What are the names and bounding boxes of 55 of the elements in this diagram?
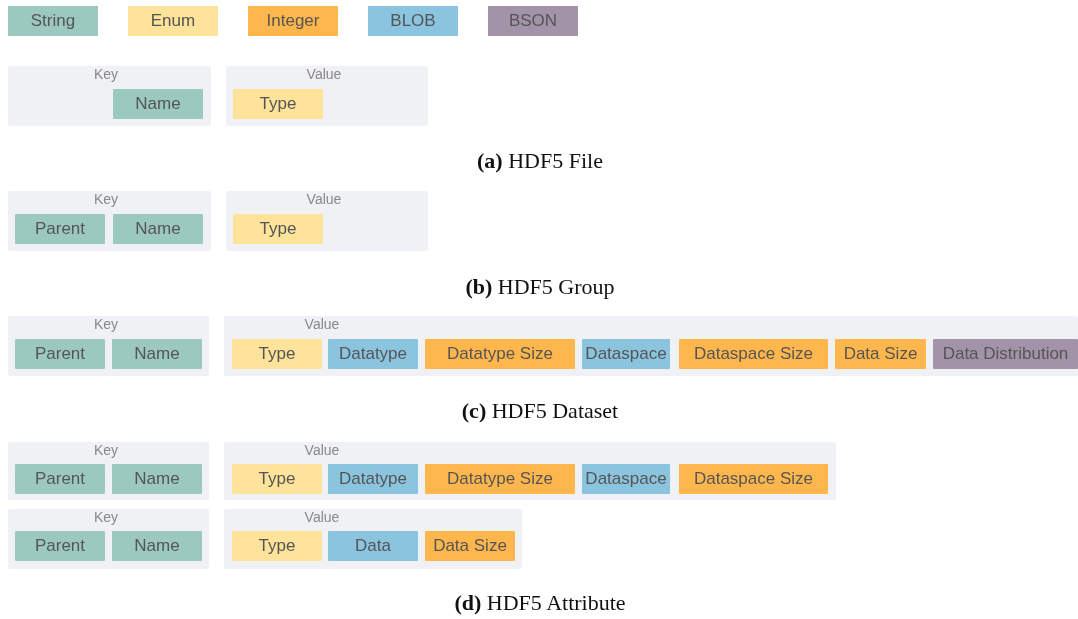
legend-label: BLOB <box>390 11 436 31</box>
panel-title: Value <box>304 442 340 458</box>
caption: (b) HDF5 Group <box>465 274 615 300</box>
field-box: Dataspace Size <box>679 464 828 494</box>
key-panel <box>8 191 211 251</box>
field-box: Data Size <box>425 531 515 561</box>
field-box: Name <box>113 89 203 119</box>
panel-title: Key <box>93 509 119 525</box>
field-box: Type <box>233 89 323 119</box>
panel-title: Value <box>304 316 340 332</box>
value-panel <box>226 191 428 251</box>
value-panel <box>226 66 428 126</box>
field-box: Datatype Size <box>425 339 575 369</box>
legend-label: String <box>30 11 76 31</box>
field-box: Dataspace <box>582 464 670 494</box>
legend-label: Integer <box>266 11 320 31</box>
field-box: Type <box>233 214 323 244</box>
panel-title: Value <box>304 509 340 525</box>
panel-title: Value <box>306 191 342 207</box>
caption: (c) HDF5 Dataset <box>461 398 619 424</box>
legend-label: Enum <box>150 11 196 31</box>
field-box: Name <box>112 464 202 494</box>
value-panel <box>224 442 836 500</box>
caption: (d) HDF5 Attribute <box>454 590 626 616</box>
key-panel <box>8 66 211 126</box>
field-box: Name <box>112 531 202 561</box>
field-box: Dataspace Size <box>679 339 828 369</box>
field-box: Dataspace <box>582 339 670 369</box>
key-panel <box>8 509 209 569</box>
field-box: Datatype <box>328 464 418 494</box>
key-panel <box>8 442 209 500</box>
field-box: Type <box>232 464 322 494</box>
field-box: Type <box>232 339 322 369</box>
field-box: Name <box>113 214 203 244</box>
field-box: Datatype <box>328 339 418 369</box>
field-box: Data Size <box>835 339 926 369</box>
field-box: Data <box>328 531 418 561</box>
caption: (a) HDF5 File <box>477 148 603 174</box>
field-box: Name <box>112 339 202 369</box>
field-box: Parent <box>15 339 105 369</box>
panel-title: Value <box>306 66 342 82</box>
panel-title: Key <box>93 66 119 82</box>
field-box: Parent <box>15 464 105 494</box>
field-box: Type <box>232 531 322 561</box>
key-panel <box>8 316 209 376</box>
legend-label: BSON <box>508 11 558 31</box>
panel-title: Key <box>93 442 119 458</box>
field-box: Data Distribution <box>933 339 1078 369</box>
value-panel <box>224 316 1078 376</box>
panel-title: Key <box>93 316 119 332</box>
panel-title: Key <box>93 191 119 207</box>
value-panel <box>224 509 522 569</box>
field-box: Datatype Size <box>425 464 575 494</box>
field-box: Parent <box>15 531 105 561</box>
field-box: Parent <box>15 214 105 244</box>
